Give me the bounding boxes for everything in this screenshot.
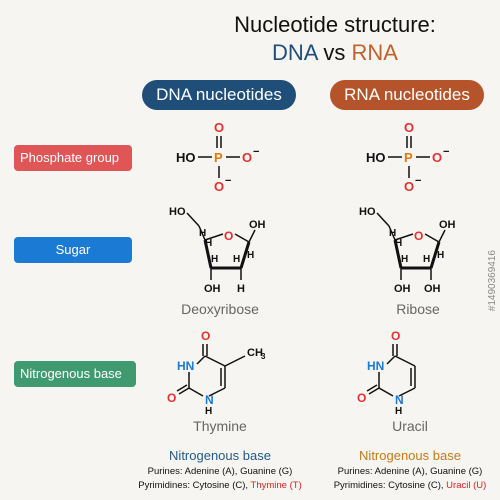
base-top-oxygen: O [391, 329, 400, 343]
sugar-c1-h: H [437, 250, 444, 261]
phosphate-right-charge: − [443, 146, 449, 158]
phosphate-bottom-charge: − [415, 175, 421, 187]
phosphate-hydroxyl: HO [176, 150, 196, 165]
phosphate-bottom-oxygen: O [404, 179, 414, 194]
uracil-caption: Uracil [392, 418, 428, 434]
base-n1-h: H [395, 406, 402, 414]
sugar-c4-h: H [395, 238, 402, 249]
base-n3: HN [367, 359, 384, 373]
rna-uracil-highlight: Uracil (U) [446, 480, 487, 491]
base-n1: N [395, 393, 404, 407]
dna-footer-heading: Nitrogenous base [169, 448, 271, 463]
base-n1: N [205, 393, 214, 407]
ribose-caption: Ribose [396, 301, 440, 317]
phosphate-right-oxygen: O [242, 150, 252, 165]
watermark-id: #1490369416 [487, 250, 498, 312]
phosphate-hydroxyl: HO [366, 150, 386, 165]
sugar-label: Sugar [14, 237, 132, 263]
base-bottom-oxygen: O [167, 391, 176, 405]
rna-nucleotides-pill: RNA nucleotides [330, 80, 484, 110]
deoxyribose-structure: HO H H O OH H H H OH H [169, 206, 266, 295]
sugar-ho: HO [359, 206, 376, 218]
sugar-c2-oh: OH [424, 283, 441, 295]
sugar-ho: HO [169, 206, 186, 218]
base-n1-h: H [205, 406, 212, 414]
uracil-structure: O N H O HN [357, 329, 416, 414]
sugar-c5-h: H [199, 228, 206, 239]
rna-phosphate-structure: O P HO O − O − [366, 120, 449, 194]
subtitle-vs: vs [323, 40, 346, 65]
deoxyribose-caption: Deoxyribose [181, 301, 259, 317]
sugar-c4-h: H [205, 238, 212, 249]
phosphate-bottom-charge: − [225, 175, 231, 187]
sugar-c5-h: H [389, 228, 396, 239]
dna-thymine-highlight: Thymine (T) [250, 480, 302, 491]
nitrogenous-base-label: Nitrogenous base [14, 361, 136, 387]
phosphate-top-oxygen: O [404, 120, 414, 135]
sugar-c2-h: H [423, 254, 430, 265]
ring-oxygen: O [224, 229, 233, 243]
dna-pyrimidines-prefix: Pyrimidines: Cytosine (C), [138, 480, 249, 491]
phosphate-right-charge: − [253, 146, 259, 158]
sugar-c3-oh: OH [394, 283, 411, 295]
sugar-c3-h: H [211, 254, 218, 265]
thymine-methyl-sub: 3 [261, 352, 266, 361]
subtitle-rna: RNA [351, 40, 398, 65]
base-n3: HN [177, 359, 194, 373]
base-top-oxygen: O [201, 329, 210, 343]
rna-purines-line: Purines: Adenine (A), Guanine (G) [337, 466, 483, 477]
sugar-c3-oh: OH [204, 283, 221, 295]
phosphate-group-label: Phosphate group [14, 145, 132, 171]
rna-footer-heading: Nitrogenous base [359, 448, 461, 463]
phosphate-top-oxygen: O [214, 120, 224, 135]
ring-oxygen: O [414, 229, 423, 243]
base-bottom-oxygen: O [357, 391, 366, 405]
phosphorus-atom: P [214, 150, 223, 165]
phosphate-bottom-oxygen: O [214, 179, 224, 194]
dna-phosphate-structure: O P HO O − O − [176, 120, 259, 194]
dna-nucleotides-pill: DNA nucleotides [142, 80, 296, 110]
dna-pyrimidines-line: Pyrimidines: Cytosine (C), Thymine (T) [95, 480, 345, 491]
dna-purines-line: Purines: Adenine (A), Guanine (G) [147, 466, 293, 477]
sugar-c2-h: H [237, 283, 245, 295]
sugar-c1-oh: OH [439, 219, 456, 231]
thymine-caption: Thymine [193, 418, 247, 434]
subtitle-dna: DNA [272, 40, 318, 65]
subtitle: DNA vs RNA [170, 40, 500, 66]
phosphate-right-oxygen: O [432, 150, 442, 165]
title: Nucleotide structure: [234, 12, 436, 37]
thymine-methyl-ch: CH [247, 347, 263, 359]
sugar-c1-oh: OH [249, 219, 266, 231]
sugar-c2-h-top: H [233, 254, 240, 265]
ribose-structure: HO H H O OH H H H OH OH [359, 206, 456, 295]
sugar-c3-h: H [401, 254, 408, 265]
thymine-structure: O CH 3 N H O HN [167, 329, 266, 414]
rna-pyrimidines-line: Pyrimidines: Cytosine (C), Uracil (U) [285, 480, 500, 491]
rna-pyrimidines-prefix: Pyrimidines: Cytosine (C), [333, 480, 444, 491]
phosphorus-atom: P [404, 150, 413, 165]
sugar-c1-h: H [247, 250, 254, 261]
